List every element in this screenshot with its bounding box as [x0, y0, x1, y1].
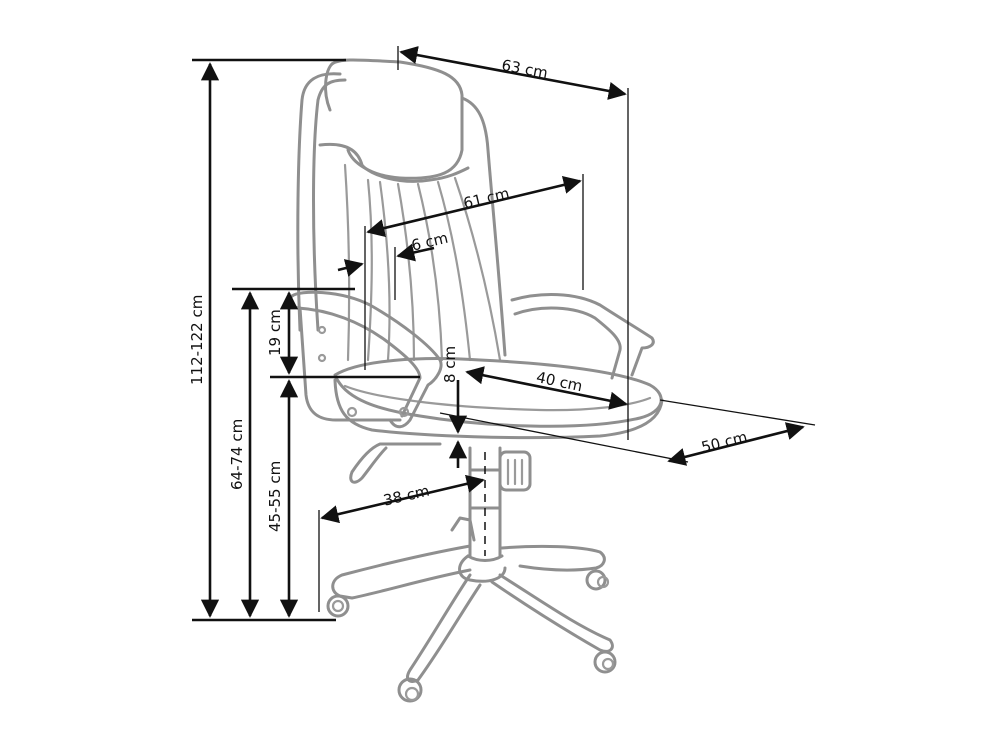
- chair-armrests: [288, 290, 655, 429]
- label-armrest-height: 64-74 cm: [228, 418, 246, 490]
- dimension-lines: [192, 46, 816, 622]
- chair-base: [326, 516, 617, 703]
- label-seat-thickness: 8 cm: [441, 345, 459, 383]
- chair-mechanism: [349, 442, 532, 562]
- label-seat-height: 45-55 cm: [266, 460, 284, 532]
- label-total-height: 112-122 cm: [188, 294, 206, 385]
- label-armrest-above-seat: 19 cm: [266, 309, 284, 356]
